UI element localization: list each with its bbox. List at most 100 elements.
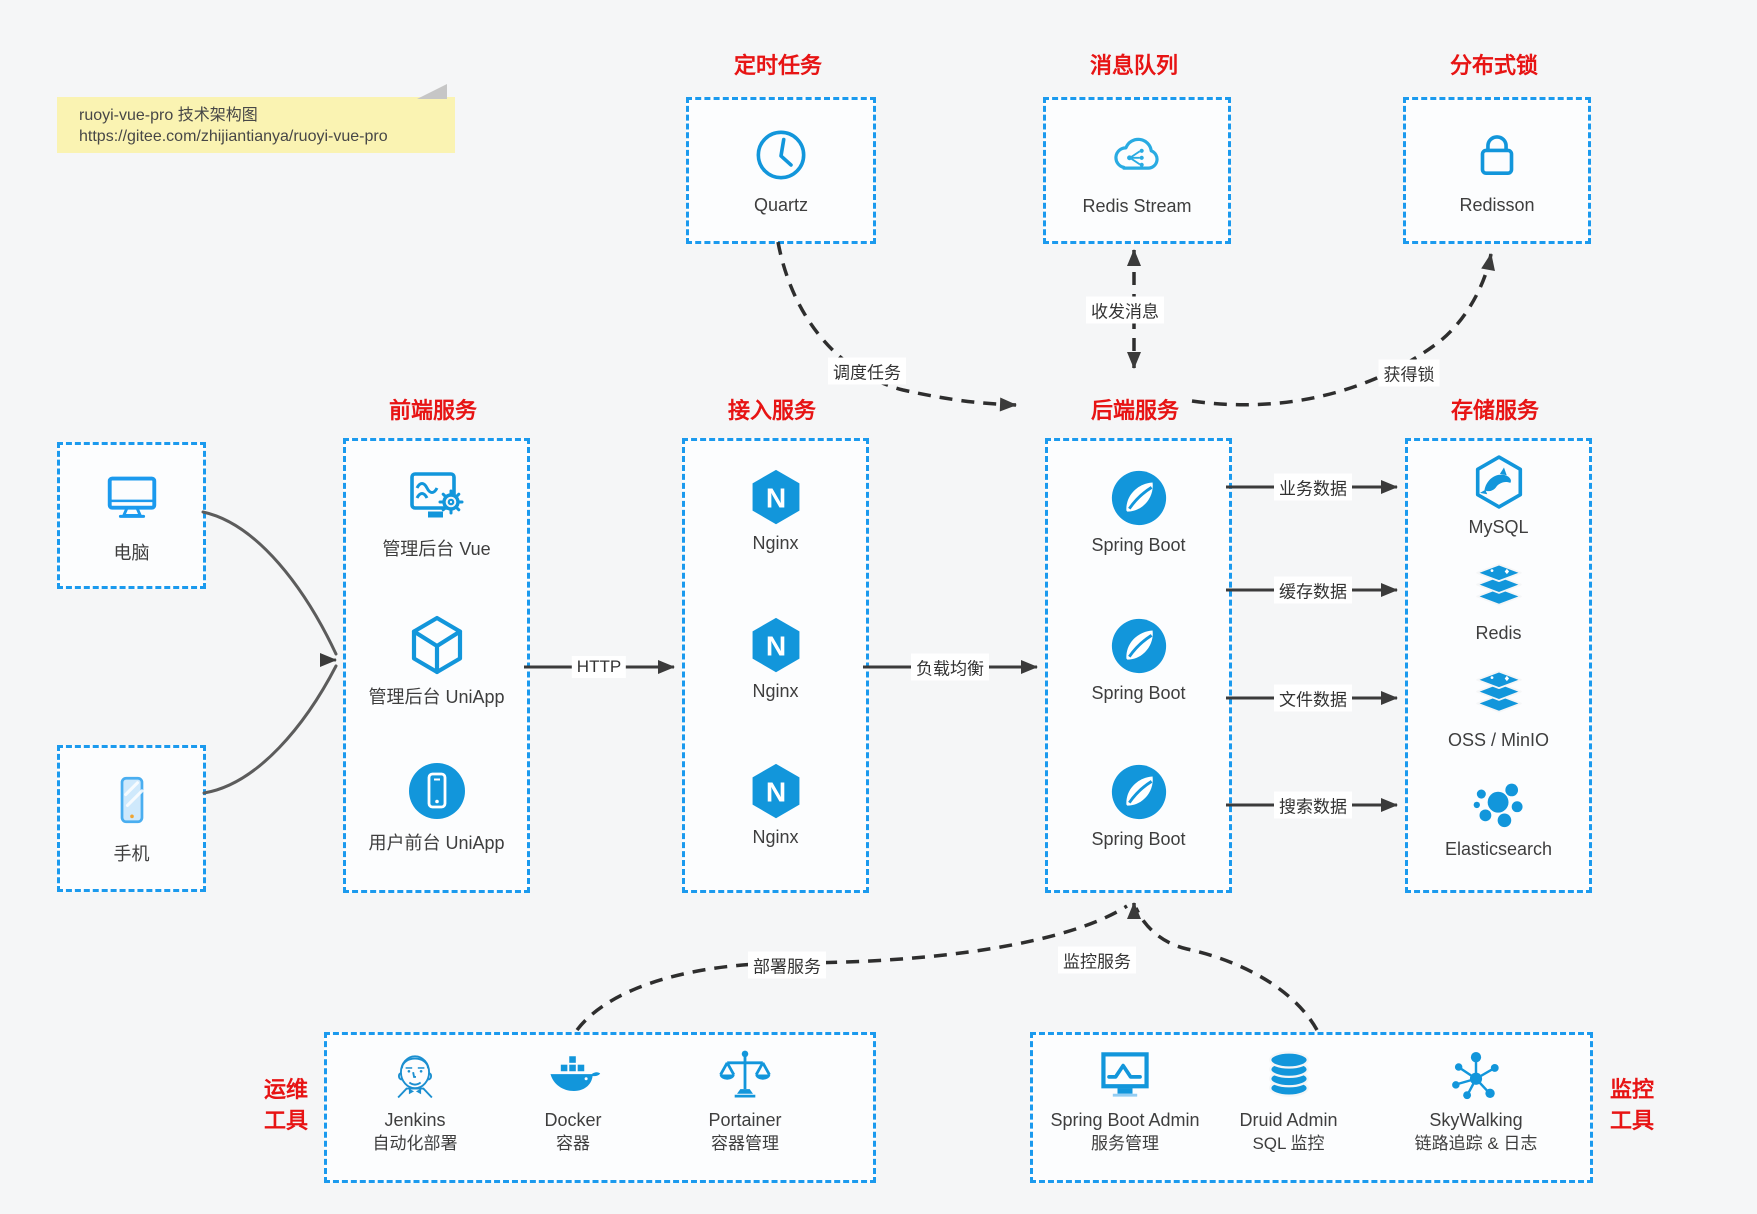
monitor-curve (1134, 907, 1319, 1031)
edge-label-http: HTTP (571, 656, 627, 678)
oss-minio-label: OSS / MinIO (1447, 730, 1550, 750)
phone-label: 手机 (113, 844, 150, 864)
sba-sublabel: 服务管理 (1091, 1134, 1159, 1153)
sba-label: Spring Boot Admin (1050, 1110, 1200, 1130)
nginx-label: Nginx (752, 827, 799, 847)
note-url: https://gitee.com/zhijiantianya/ruoyi-vu… (79, 128, 388, 145)
edge-label-cache-data: 缓存数据 (1274, 576, 1352, 604)
title-distributed-lock: 分布式锁 (1449, 53, 1538, 78)
edge-label-schedule: 调度任务 (828, 357, 906, 385)
frontend-item-vue: 管理后台 Vue (346, 465, 527, 561)
cluster-icon (1408, 775, 1589, 833)
note-fold-corner (417, 84, 447, 99)
ops-tools-side-label: 运维 工具 (236, 1074, 336, 1136)
svg-text:N: N (765, 776, 785, 807)
client-merge-curves (201, 510, 338, 795)
ops-tools-box: Jenkins 自动化部署 Docker 容器 (324, 1032, 876, 1183)
title-access-services: 接入服务 (727, 398, 816, 423)
access-item-nginx-2: N Nginx (685, 615, 866, 702)
druid-sublabel: SQL 监控 (1252, 1134, 1325, 1153)
frontend-user-uniapp-label: 用户前台 UniApp (368, 833, 505, 853)
mysql-dolphin-icon (1408, 453, 1589, 511)
jenkins-icon (335, 1045, 495, 1105)
lock-icon (1468, 126, 1526, 189)
sticky-note: ruoyi-vue-pro 技术架构图 https://gitee.com/zh… (57, 84, 455, 153)
monitor-label-line1: 监控 (1609, 1077, 1654, 1102)
spring-boot-label: Spring Boot (1091, 535, 1186, 555)
monitor-item-druid: Druid Admin SQL 监控 (1201, 1045, 1376, 1155)
portainer-sublabel: 容器管理 (711, 1134, 779, 1153)
phone-client-box: 手机 (57, 745, 206, 892)
elasticsearch-label: Elasticsearch (1444, 839, 1553, 859)
spring-boot-label: Spring Boot (1091, 683, 1186, 703)
skywalking-sublabel: 链路追踪 & 日志 (1414, 1134, 1538, 1153)
redisson-box: Redisson (1403, 97, 1591, 244)
edge-label-file-data: 文件数据 (1274, 684, 1352, 712)
druid-label: Druid Admin (1239, 1110, 1338, 1130)
skywalking-label: SkyWalking (1429, 1110, 1523, 1130)
spring-leaf-icon (1048, 467, 1229, 529)
docker-sublabel: 容器 (556, 1134, 590, 1153)
edge-label-messaging: 收发消息 (1086, 296, 1164, 324)
frontend-item-admin-uniapp: 管理后台 UniApp (346, 613, 527, 709)
monitor-label-line2: 工具 (1609, 1108, 1654, 1133)
note-title: ruoyi-vue-pro 技术架构图 (79, 107, 258, 124)
iso-cube-icon (346, 613, 527, 677)
backend-column: Spring Boot Spring Boot Spring Boot (1045, 438, 1232, 893)
layer-stack-icon (1408, 561, 1589, 617)
access-item-nginx-1: N Nginx (685, 467, 866, 554)
edge-label-load-balance: 负载均衡 (911, 653, 989, 681)
deploy-curve (575, 904, 1128, 1032)
frontend-column: 管理后台 Vue 管理后台 UniApp 用户前台 UniApp (343, 438, 530, 893)
monitor-tools-side-label: 监控 工具 (1582, 1074, 1682, 1136)
nginx-label: Nginx (752, 681, 799, 701)
quartz-box: Quartz (686, 97, 876, 244)
acquire-lock-curve (1191, 253, 1495, 407)
redisson-label: Redisson (1459, 194, 1535, 215)
ops-label-line1: 运维 (263, 1077, 308, 1102)
monitor-chart-icon (1035, 1045, 1215, 1105)
edge-label-lock: 获得锁 (1378, 359, 1440, 387)
docker-whale-icon (493, 1045, 653, 1105)
spring-boot-label: Spring Boot (1091, 829, 1186, 849)
clock-icon (752, 126, 810, 189)
title-frontend-services: 前端服务 (388, 398, 477, 423)
redis-label: Redis (1475, 623, 1522, 643)
solid-arrows (524, 480, 1398, 812)
access-column: N Nginx N Nginx N Nginx (682, 438, 869, 893)
nginx-label: Nginx (752, 533, 799, 553)
portainer-label: Portainer (708, 1110, 782, 1130)
pc-client-box: 电脑 (57, 442, 206, 589)
title-backend-services: 后端服务 (1090, 398, 1179, 423)
frontend-vue-label: 管理后台 Vue (382, 539, 491, 559)
storage-item-redis: Redis (1408, 561, 1589, 644)
ops-item-jenkins: Jenkins 自动化部署 (335, 1045, 495, 1155)
title-storage-services: 存储服务 (1450, 398, 1539, 423)
jenkins-sublabel: 自动化部署 (372, 1134, 458, 1153)
backend-item-spring-2: Spring Boot (1048, 615, 1229, 704)
ops-item-docker: Docker 容器 (493, 1045, 653, 1155)
monitor-item-sba: Spring Boot Admin 服务管理 (1035, 1045, 1215, 1155)
svg-text:N: N (765, 630, 785, 661)
storage-column: MySQL Redis (1405, 438, 1592, 893)
redis-stream-box: Redis Stream (1043, 97, 1231, 244)
ops-item-portainer: Portainer 容器管理 (665, 1045, 825, 1155)
scales-icon (665, 1045, 825, 1105)
edge-label-business-data: 业务数据 (1274, 473, 1352, 501)
access-item-nginx-3: N Nginx (685, 761, 866, 848)
nginx-icon: N (685, 467, 866, 527)
pc-label: 电脑 (113, 543, 150, 563)
storage-item-mysql: MySQL (1408, 453, 1589, 538)
layer-stack-icon (1408, 668, 1589, 724)
title-message-queue: 消息队列 (1089, 53, 1178, 78)
edge-label-monitor: 监控服务 (1058, 946, 1136, 974)
quartz-label: Quartz (753, 194, 809, 215)
cloud-stream-icon (1107, 125, 1167, 190)
topology-icon (1376, 1045, 1576, 1105)
ops-label-line2: 工具 (263, 1108, 308, 1133)
nginx-icon: N (685, 615, 866, 675)
admin-screen-gear-icon (346, 465, 527, 529)
spring-leaf-icon (1048, 761, 1229, 823)
user-app-phone-icon (346, 759, 527, 823)
